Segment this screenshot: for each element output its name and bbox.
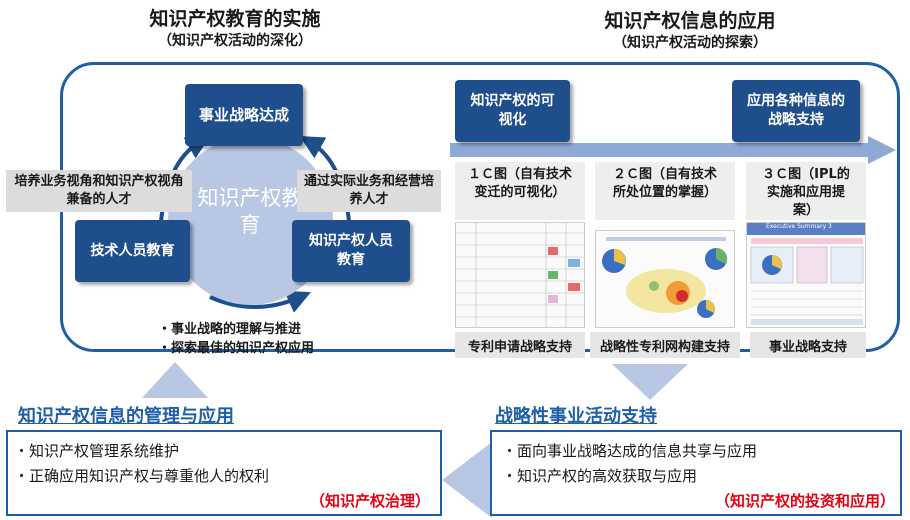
column-1-caption: １Ｃ图（自有技术变迁的可视化） xyxy=(455,162,585,220)
business-strategy-box: 事业战略达成 xyxy=(185,84,303,146)
visualization-box: 知识产权的可视化 xyxy=(455,80,570,142)
left-arrow xyxy=(442,442,492,518)
right-header-title: 知识产权信息的应用 xyxy=(604,10,776,32)
ip-governance-tag: （知识产权治理） xyxy=(309,492,430,510)
chart-3c-thumbnail-header: Executive Summary 3 xyxy=(766,223,832,230)
ip-staff-education-box: 知识产权人员教育 xyxy=(292,220,410,282)
column-3-caption: ３Ｃ图（IPL的实施和应用提案） xyxy=(746,162,866,220)
patent-network-support-label: 战略性专利网构建支持 xyxy=(590,332,740,358)
patent-application-support-label: 专利申请战略支持 xyxy=(455,332,585,358)
cycle-note-1: ・事业战略的理解与推进 xyxy=(158,322,302,337)
chart-2c-thumbnail xyxy=(595,230,735,328)
left-header-subtitle: （知识产权活动的深化） xyxy=(158,33,312,49)
left-header-title: 知识产权教育的实施 xyxy=(149,8,321,30)
strategic-business-bullet-2: ・知识产权的高效获取与应用 xyxy=(502,467,698,485)
strategic-business-title: 战略性事业活动支持 xyxy=(495,406,657,427)
up-arrow xyxy=(142,362,208,398)
engineer-education-box: 技术人员教育 xyxy=(75,220,190,282)
cycle-note-2: ・探索最佳的知识产权应用 xyxy=(158,341,315,356)
ip-management-bullet-1: ・知识产权管理系统维护 xyxy=(14,442,180,460)
ip-investment-tag: （知识产权的投资和应用） xyxy=(714,492,895,510)
strategic-business-bullet-1: ・面向事业战略达成的信息共享与应用 xyxy=(502,442,758,460)
ip-management-title: 知识产权信息的管理与应用 xyxy=(18,406,234,427)
ip-management-bullet-2: ・正确应用知识产权与尊重他人的权利 xyxy=(14,467,270,485)
right-training-label: 通过实际业务和经营培养人才 xyxy=(297,170,441,212)
chart-3c-thumbnail xyxy=(746,222,866,328)
column-2-caption: ２Ｃ图（自有技术所处位置的掌握） xyxy=(595,162,735,220)
ip-management-panel xyxy=(6,430,442,516)
strategic-support-box: 应用各种信息的战略支持 xyxy=(732,80,860,142)
education-center-label: 知识产权教育 xyxy=(197,186,303,238)
left-training-label: 培养业务视角和知识产权视角兼备的人才 xyxy=(6,170,192,212)
right-header-subtitle: （知识产权活动的探索） xyxy=(613,35,767,51)
business-strategy-support-label: 事业战略支持 xyxy=(750,332,866,358)
strategic-business-panel xyxy=(490,430,902,516)
chart-1c-thumbnail xyxy=(455,222,585,328)
flow-arrow xyxy=(450,136,896,164)
down-arrow xyxy=(612,364,688,400)
